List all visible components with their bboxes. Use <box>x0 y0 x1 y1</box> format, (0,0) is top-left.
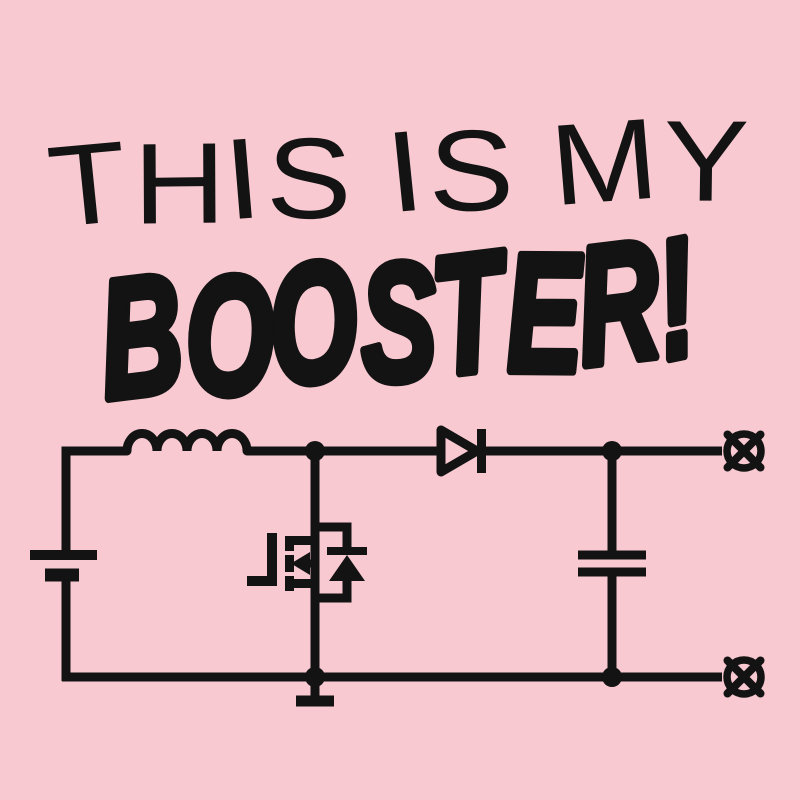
capacitor-symbol <box>578 550 646 577</box>
headline: THIS IS MY BOOSTER! <box>43 90 757 445</box>
terminal-x-stroke <box>723 430 765 472</box>
terminal-circle <box>723 430 765 472</box>
junction-nodes <box>305 441 622 687</box>
mosfet-body-diode <box>315 522 367 603</box>
battery-symbol <box>30 550 97 582</box>
node-cap-bottom <box>602 667 622 687</box>
node-switch-bottom <box>305 667 325 687</box>
boost-converter-schematic <box>30 425 765 707</box>
body-diode-branch-bottom <box>315 579 352 603</box>
terminal-x-stroke <box>723 656 765 698</box>
mosfet-symbol <box>247 522 367 603</box>
body-diode-branch-top <box>315 522 352 549</box>
node-cap-top <box>602 441 622 461</box>
mosfet-body-arrow-head <box>291 552 310 575</box>
diode-symbol <box>436 425 486 477</box>
diode-triangle <box>436 425 482 477</box>
terminal-circle <box>723 656 765 698</box>
output-terminal-bottom <box>723 656 765 698</box>
body-diode-triangle <box>329 555 365 581</box>
node-switch-top <box>305 441 325 461</box>
output-terminal-top <box>723 430 765 472</box>
inductor-symbol <box>122 429 252 456</box>
wire-top-left <box>61 446 127 551</box>
